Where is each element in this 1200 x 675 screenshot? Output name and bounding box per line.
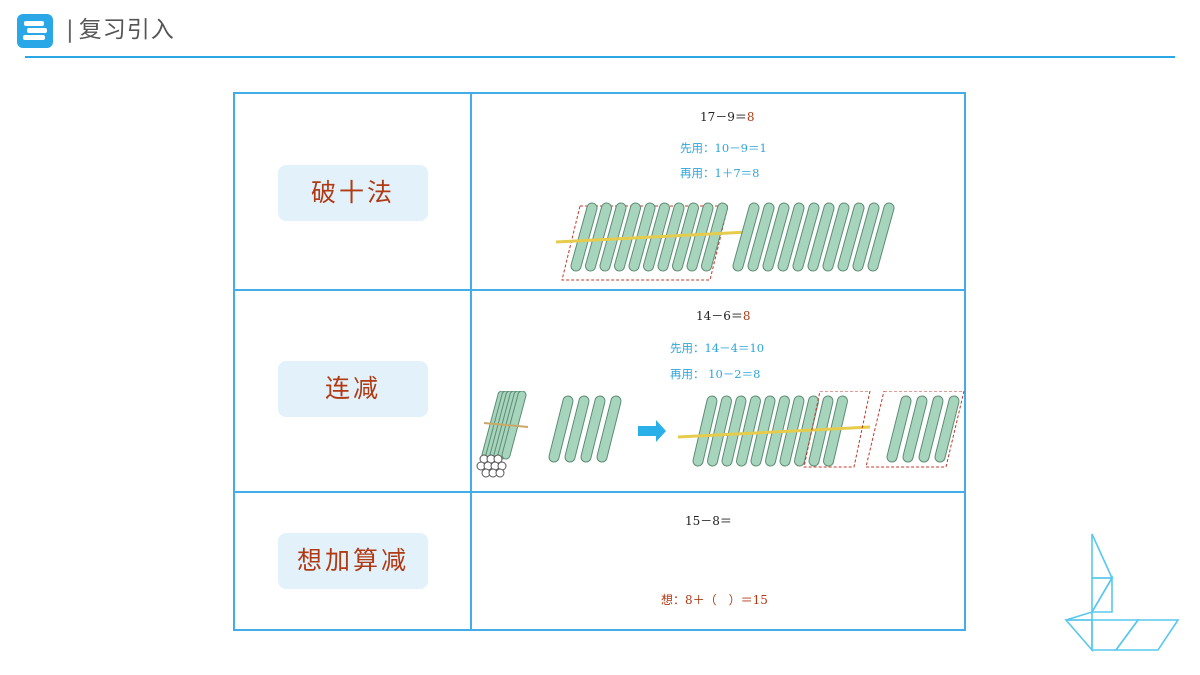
- counting-stick: [581, 396, 605, 462]
- step-second: 再用： 10－2＝8: [670, 367, 761, 381]
- counting-stick: [549, 396, 573, 462]
- example-cell: 17－9＝8 先用：10－9＝1 再用：1＋7＝8: [472, 94, 964, 289]
- counting-stick: [702, 203, 727, 271]
- loose-sticks-four: [548, 395, 622, 463]
- counting-stick: [673, 203, 698, 271]
- equation: 15－8＝: [685, 512, 732, 529]
- counting-stick: [903, 396, 927, 462]
- stick-end: [495, 468, 505, 478]
- counting-stick: [824, 396, 847, 466]
- methods-table: 破十法 17－9＝8 先用：10－9＝1 再用：1＋7＝8 连减 14－6＝8: [233, 92, 966, 631]
- tied-bundle: [476, 391, 529, 478]
- counting-stick: [887, 396, 911, 462]
- slide-header: |复习引入: [0, 0, 1200, 60]
- counting-stick: [737, 396, 760, 466]
- counting-stick: [751, 396, 775, 466]
- counting-stick: [708, 396, 731, 466]
- thinking-hint: 想：8＋（ ）＝15: [661, 593, 768, 607]
- counting-stick: [687, 203, 713, 271]
- bundle-tie: [677, 425, 871, 439]
- method-cell: 连减: [235, 291, 472, 491]
- counting-stick: [823, 203, 849, 271]
- counting-stick: [793, 203, 819, 271]
- table-row-consecutive-subtraction: 连减 14－6＝8 先用：14－4＝10 再用： 10－2＝8: [235, 291, 965, 493]
- step-first: 先用：10－9＝1: [680, 141, 767, 155]
- equation-text: 14－6＝: [696, 309, 743, 323]
- stacked-books-icon: [17, 14, 53, 48]
- loose-sticks-four-right: [886, 395, 960, 463]
- counting-stick: [853, 203, 879, 271]
- sticks-illustration: [555, 202, 895, 281]
- equation-text: 15－8＝: [685, 514, 732, 528]
- method-cell: 破十法: [235, 94, 472, 289]
- counting-stick: [748, 203, 774, 271]
- counting-stick: [919, 396, 943, 462]
- equation-text: 17－9＝: [700, 110, 747, 124]
- bundle-tie: [555, 230, 749, 244]
- counting-stick: [838, 203, 864, 271]
- method-label-consecutive-subtraction: 连减: [278, 361, 428, 417]
- counting-stick: [600, 203, 626, 271]
- right-arrow-icon: [638, 420, 666, 442]
- counting-stick: [733, 203, 759, 271]
- equation-answer: 8: [746, 110, 755, 124]
- equation-answer: 8: [742, 309, 751, 323]
- method-label-break-ten: 破十法: [278, 165, 428, 221]
- counting-stick: [722, 396, 746, 466]
- example-cell: 15－8＝ 想：8＋（ ）＝15: [472, 493, 964, 631]
- example-cell: 14－6＝8 先用：14－4＝10 再用： 10－2＝8: [472, 291, 965, 491]
- method-label-think-addition: 想加算减: [278, 533, 428, 589]
- bundle-dashed-box: [561, 205, 729, 281]
- counting-stick: [778, 203, 804, 271]
- table-row-think-addition: 想加算减 15－8＝ 想：8＋（ ）＝15: [235, 493, 964, 631]
- counting-stick: [571, 203, 597, 271]
- equation: 17－9＝8: [700, 108, 755, 125]
- removed-four-dashed-box: [803, 391, 871, 468]
- step-second: 再用：1＋7＝8: [680, 166, 760, 180]
- title-text: 复习引入: [78, 17, 175, 43]
- header-divider: [25, 56, 1175, 58]
- step-first: 先用：14－4＝10: [670, 341, 765, 355]
- counting-stick: [935, 396, 959, 462]
- counting-stick: [808, 203, 834, 271]
- counting-stick: [693, 396, 717, 466]
- sticks-illustration: [476, 391, 965, 478]
- table-row-break-ten: 破十法 17－9＝8 先用：10－9＝1 再用：1＋7＝8: [235, 94, 964, 291]
- loose-sticks: [732, 202, 895, 272]
- equation: 14－6＝8: [696, 307, 751, 324]
- page-title: |复习引入: [66, 14, 175, 46]
- counting-stick: [763, 203, 789, 271]
- tangram-boat-decoration: [1064, 533, 1180, 653]
- method-cell: 想加算减: [235, 493, 472, 631]
- counting-stick: [597, 396, 621, 462]
- counting-stick: [586, 203, 611, 271]
- counting-stick: [565, 396, 589, 462]
- counting-stick: [868, 203, 894, 271]
- title-separator: |: [66, 17, 75, 43]
